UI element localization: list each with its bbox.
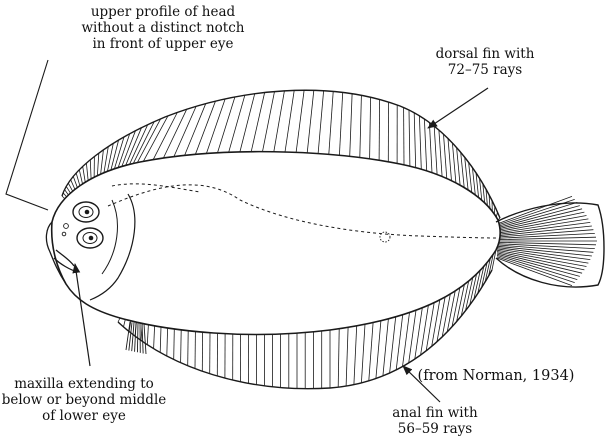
source-citation: (from Norman, 1934)	[380, 368, 609, 384]
dorsal-fin-ray	[448, 139, 452, 181]
head-profile-line-1: upper profile of head	[18, 4, 308, 20]
dorsal-fin-ray	[439, 130, 442, 176]
anal-fin-ray	[354, 326, 357, 385]
dorsal-fin-ray	[121, 131, 135, 168]
dorsal-fin-ray	[133, 122, 154, 164]
anal-fin-ray	[167, 328, 168, 356]
anal-fin-ray	[396, 315, 403, 370]
anal-fin-label: anal fin with 56–59 rays	[360, 405, 510, 437]
anal-fin-ray	[154, 326, 155, 349]
head-profile-pointer	[6, 60, 48, 210]
anal-fin-ray	[452, 288, 460, 327]
head-profile-label: upper profile of head without a distinct…	[18, 4, 308, 52]
anal-fin-line-1: anal fin with	[360, 405, 510, 421]
anal-fin-ray	[181, 330, 182, 363]
pelvic-fin-ray	[142, 324, 143, 354]
caudal-fin-ray	[497, 257, 575, 283]
caudal-fin-ray	[497, 216, 587, 232]
dorsal-fin-ray	[414, 113, 416, 168]
anal-fin-ray	[160, 327, 161, 352]
dorsal-fin-ray	[263, 92, 275, 152]
dorsal-fin-ray	[465, 157, 468, 190]
maxilla-line-2: below or beyond middle	[0, 392, 168, 408]
dorsal-fin-ray	[452, 143, 456, 183]
dorsal-fin-ray	[125, 128, 141, 167]
dorsal-fin-ray	[444, 134, 447, 178]
anal-fin-ray	[147, 325, 148, 345]
dorsal-fin-ray	[350, 94, 352, 157]
dorsal-fin-ray	[307, 90, 314, 152]
dorsal-fin-ray	[285, 90, 294, 152]
pelvic-fin-ray	[144, 324, 146, 354]
dorsal-fin-line-2: 72–75 rays	[410, 62, 560, 78]
maxilla-line-1: maxilla extending to	[0, 376, 168, 392]
dorsal-fin-ray	[434, 126, 437, 174]
maxilla-line-3: of lower eye	[0, 408, 168, 424]
dorsal-fin-ray	[329, 92, 333, 155]
caudal-fin-rays	[497, 196, 597, 285]
dorsal-fin-ray	[240, 94, 255, 152]
caudal-fin-ray	[497, 202, 577, 226]
upper-eye	[73, 202, 99, 222]
body-outline	[52, 152, 500, 335]
dorsal-fin-ray	[379, 100, 380, 161]
dorsal-fin-ray	[360, 95, 362, 157]
dorsal-fin-ray	[457, 148, 461, 186]
dorsal-fin-ray	[218, 97, 235, 153]
anal-fin-ray	[409, 310, 416, 363]
dorsal-fin-arrow	[428, 88, 488, 128]
dorsal-fin-line-1: dorsal fin with	[410, 46, 560, 62]
dorsal-fin-ray	[419, 116, 421, 169]
anal-fin-ray	[390, 317, 396, 373]
lower-eye	[77, 228, 103, 248]
dorsal-fin-ray	[185, 104, 206, 156]
anal-fin-ray	[369, 323, 373, 381]
dorsal-fin-ray	[370, 97, 371, 159]
anal-fin-ray	[403, 313, 410, 367]
anal-fin-ray	[338, 329, 339, 388]
anal-fin-line-2: 56–59 rays	[360, 421, 510, 437]
dorsal-fin-ray	[429, 123, 432, 173]
dorsal-fin-ray	[318, 91, 324, 154]
dorsal-fin-ray	[461, 152, 465, 187]
dorsal-fin-ray	[274, 91, 285, 152]
dorsal-fin-ray	[339, 93, 342, 156]
head-profile-line-2: without a distinct notch	[18, 20, 308, 36]
head-profile-line-3: in front of upper eye	[18, 36, 308, 52]
dorsal-fin-ray	[409, 110, 410, 166]
anal-fin-ray	[447, 291, 455, 332]
pelvic-fin-ray	[132, 323, 134, 352]
dorsal-fin-ray	[174, 106, 196, 156]
dorsal-fin-ray	[424, 119, 426, 171]
dorsal-fin-ray	[195, 101, 215, 154]
anal-fin-ray	[346, 327, 348, 386]
caudal-fin-ray	[497, 250, 587, 266]
anal-fin-ray	[124, 319, 126, 327]
dorsal-fin-ray	[251, 93, 264, 152]
anal-fin-ray	[361, 324, 365, 383]
pelvic-fin-rays	[126, 322, 146, 354]
dorsal-fin-label: dorsal fin with 72–75 rays	[410, 46, 560, 78]
maxilla-label: maxilla extending to below or beyond mid…	[0, 376, 168, 424]
anal-fin-ray	[188, 331, 189, 366]
anal-fin-ray	[174, 329, 175, 360]
dorsal-fin-ray	[296, 90, 304, 152]
dorsal-fin-ray	[206, 99, 225, 154]
